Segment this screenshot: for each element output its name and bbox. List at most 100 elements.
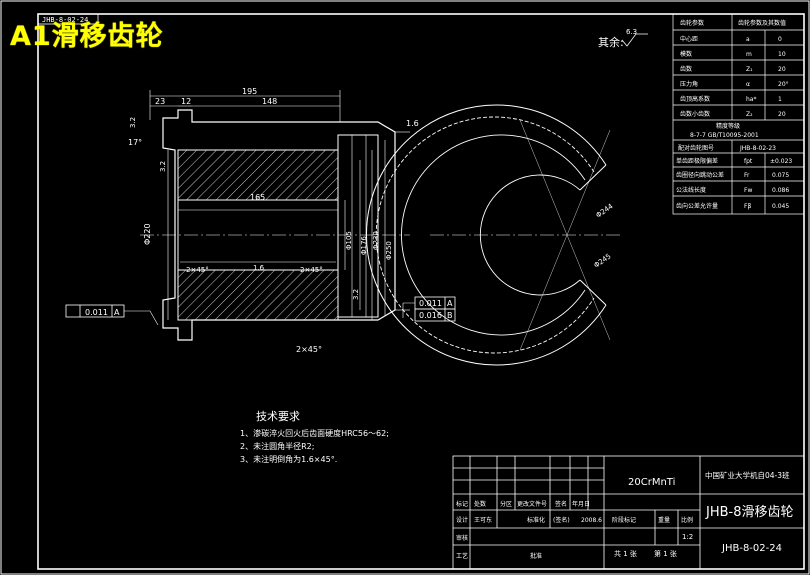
tol-right-2-value: 0.016 [419,311,442,320]
tb-label-review: 审核 [456,534,468,542]
tol-right-1-value: 0.011 [419,299,442,308]
title-block [452,455,805,570]
params-row-3-c2: 20° [778,81,789,88]
params-row-3-c0: 压力角 [680,80,698,88]
dim-length-23: 23 [155,97,165,106]
tech-item-0: 1、渗碳淬火回火后齿面硬度HRC56～62; [240,428,389,438]
tb-sheet-no: 第 1 张 [654,549,677,558]
tb-label-sign: 签名 [555,500,567,508]
params-row-0-c0: 中心距 [680,35,698,43]
tb-label-date: 年月日 [572,500,590,508]
params-tol-2-c0: 公法线长度 [676,186,706,194]
dim-overall-length: 195 [242,87,257,96]
params-row-1-c2: 10 [778,51,786,58]
rough-3-2b: 3.2 [159,161,167,172]
params-header-1: 齿轮参数及其数值 [738,19,786,27]
dim-dia-176: Φ176 [360,236,368,255]
params-drawing-label: 配对齿轮图号 [678,144,714,152]
params-row-0-c1: a [746,36,750,43]
params-tol-0-c0: 单齿距极限偏差 [676,157,718,165]
tb-label-mark: 标记 [456,500,468,508]
params-tol-0-c1: fpt [744,158,753,165]
tb-label-process: 工艺 [456,552,468,560]
params-tol-2-c2: 0.086 [772,187,789,194]
params-tol-0-c2: ±0.023 [770,158,792,165]
params-row-2-c2: 20 [778,66,786,73]
params-tol-1-c2: 0.075 [772,172,789,179]
tb-label-sign2: (签名) [553,516,570,524]
rough-1-6a: 1.6 [406,119,419,128]
rough-1-6b: 1.6 [253,264,265,272]
dim-chamfer-bottom: 2×45° [296,345,322,354]
tol-right-2-ref: B [447,311,453,320]
dim-bore-length: 165 [250,193,265,202]
tb-label-year: 2008.6 [581,517,602,524]
tb-label-weight: 重量 [658,516,670,524]
side-view [366,104,620,366]
tech-item-1: 2、未注圆角半径R2; [240,441,314,451]
tb-label-std: 标准化 [527,516,545,524]
overlay-caption: A1滑移齿轮 [10,21,164,52]
section-view [140,109,410,341]
tol-left-value: 0.011 [85,308,108,317]
tb-label-ratio: 比例 [681,516,693,524]
tol-right-1-ref: A [447,299,453,308]
inner-frame [37,13,805,570]
dimensions [149,90,386,320]
params-row-3-c1: α [746,81,750,88]
dim-dia-250: Φ250 [385,241,393,260]
dim-chamfer-left: 2×45° [186,266,209,274]
tb-sheets: 共 1 张 [614,549,637,558]
params-tol-1-c1: Fr [744,172,750,179]
rough-3-2a: 3.2 [129,117,137,128]
angle-17: 17° [128,138,142,147]
params-tol-3-c1: Fβ [744,203,751,210]
params-accuracy-std: 8-7-7 GB/T10095-2001 [690,132,759,139]
drawing-number-tl-box: JHB-8-02-24 [37,13,99,25]
tol-left-ref: A [114,308,120,317]
tolerance-left: 0.011 A [65,304,159,326]
tb-label-doc: 更改文件号 [517,500,547,508]
tb-school: 中国矿业大学机自04-3班 [705,470,790,480]
dim-length-12: 12 [181,97,191,106]
tb-label-design: 设计 [456,516,468,524]
roughness-note-label: 其余: [598,35,624,49]
drawing-number-tl: JHB-8-02-24 [42,16,88,24]
params-row-4-c1: ha* [746,96,756,103]
tb-label-approve: 批准 [530,552,542,560]
dim-dia-105: Φ105 [345,231,353,250]
tb-drawing-no: JHB-8-02-24 [721,543,782,554]
params-drawing-value: JHB-8-02-23 [739,145,776,152]
params-row-1-c1: m [746,51,752,58]
params-row-1-c0: 模数 [680,50,692,58]
params-tol-3-c2: 0.045 [772,203,789,210]
params-row-2-c1: Z₁ [746,66,753,73]
dim-dia-220: Φ220 [143,223,152,245]
tb-part-name: JHB-8滑移齿轮 [705,505,794,520]
params-row-5-c0: 齿数小齿数 [680,110,710,118]
tolerance-right: 0.011 A 0.016 B [402,296,456,322]
tb-label-stage: 阶段标记 [612,516,636,524]
tb-label-count: 处数 [474,500,486,508]
params-row-5-c1: Z₂ [746,111,753,118]
params-table [672,13,805,215]
params-tol-2-c1: Fw [744,187,752,194]
dim-chamfer-right: 2×45° [300,266,323,274]
params-header-0: 齿轮参数 [680,19,704,27]
params-tol-1-c0: 齿圈径向跳动公差 [676,171,724,179]
params-accuracy-label: 精度等级 [716,122,740,130]
tech-title: 技术要求 [256,410,300,423]
tb-scale: 1:2 [682,533,693,541]
params-row-2-c0: 齿数 [680,65,692,73]
params-row-4-c2: 1 [778,96,782,103]
roughness-note-value: 6.3 [626,28,637,36]
dim-length-148: 148 [262,97,277,106]
tb-label-designer: 王可东 [474,516,492,524]
side-dia-1: Φ244 [595,202,615,220]
roughness-note: 其余: 6.3 [598,28,648,49]
side-dia-2: Φ245 [593,252,613,269]
params-row-5-c2: 20 [778,111,786,118]
params-row-4-c0: 齿顶高系数 [680,95,710,103]
